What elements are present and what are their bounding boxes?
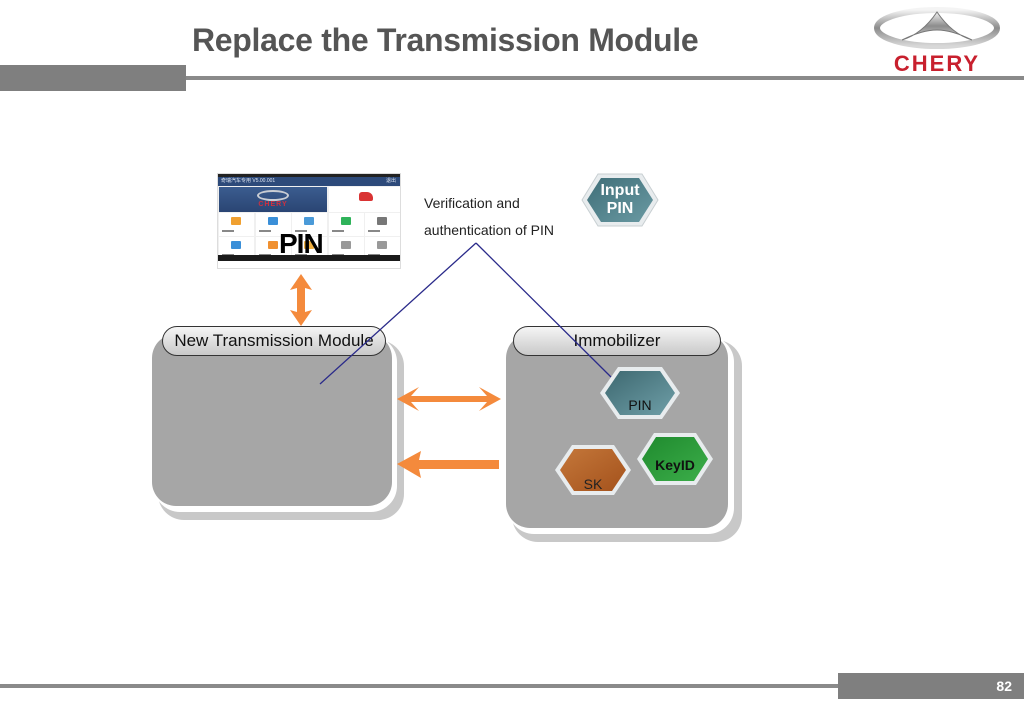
tablet-tile [292,213,327,236]
chery-emblem-icon [874,7,1000,49]
vertical-double-arrow [290,274,312,326]
tile-label [368,230,380,232]
verification-line-1: Verification and [424,195,520,211]
pin-hexagon [600,367,680,419]
tile-label [331,230,344,232]
keyid-hexagon-label: KeyID [655,457,695,473]
monitor-icon [304,217,314,225]
pin-overlay-label: PIN [279,228,324,259]
gear-icon [377,217,387,225]
immobilizer-module-header: Immobilizer [513,326,721,356]
footer-divider [0,684,840,688]
person-icon [267,241,278,249]
banner-brand: CHERY [258,201,288,208]
tablet-exit-button: 退出 [385,178,396,184]
verification-line-2: authentication of PIN [424,222,554,238]
header-accent-block [0,65,186,91]
tablet-app-title: 奇瑞汽车专用 V5.00.001 [221,178,276,184]
verification-annotation: Verification and authentication of PIN [424,190,554,244]
input-pin-line-2: PIN [606,200,634,217]
left-arrow [397,451,499,478]
tablet-nav-bar [218,255,400,261]
sk-hexagon [555,445,631,495]
tile-label [222,230,234,232]
pin-hexagon-label: PIN [628,397,652,413]
bidirectional-arrow [397,387,501,411]
header-divider [186,76,1024,80]
page-number: 82 [838,673,1024,699]
arrow-shape [397,451,499,478]
tablet-app-bar: 奇瑞汽车专用 V5.00.001 退出 [218,177,400,186]
tablet-banner: CHERY [219,187,327,212]
transmission-module-box [152,334,392,506]
tile-label [295,230,307,232]
calendar-icon [267,217,278,225]
tablet-tile [328,213,364,236]
document-icon [304,241,314,249]
tablet-status-bar [218,174,400,177]
chery-emblem-icon [257,190,289,201]
transmission-module-header: New Transmission Module [162,326,386,356]
tablet-tile [365,213,400,236]
chery-logo: CHERY [872,6,1012,76]
arrow-shape [397,387,501,411]
id-card-icon [231,241,241,249]
input-pin-line-1: Input [600,182,640,199]
input-pin-label: Input PIN [580,182,660,218]
tile-label [258,230,271,232]
toolbox-icon [340,241,351,249]
handshake-icon [359,192,373,201]
tablet-feature-tile [329,187,400,212]
brand-wordmark: CHERY [893,51,981,76]
slide-title: Replace the Transmission Module [192,22,699,58]
input-pin-hexagon [581,173,659,227]
edit-icon [340,217,351,225]
tablet-tile [255,213,291,236]
arrow-shape [290,274,312,326]
keyid-hexagon [637,433,713,485]
upload-icon [231,217,241,225]
tablet-tile [219,213,254,236]
grid-icon [377,241,387,249]
sk-hexagon-label: SK [583,476,603,492]
